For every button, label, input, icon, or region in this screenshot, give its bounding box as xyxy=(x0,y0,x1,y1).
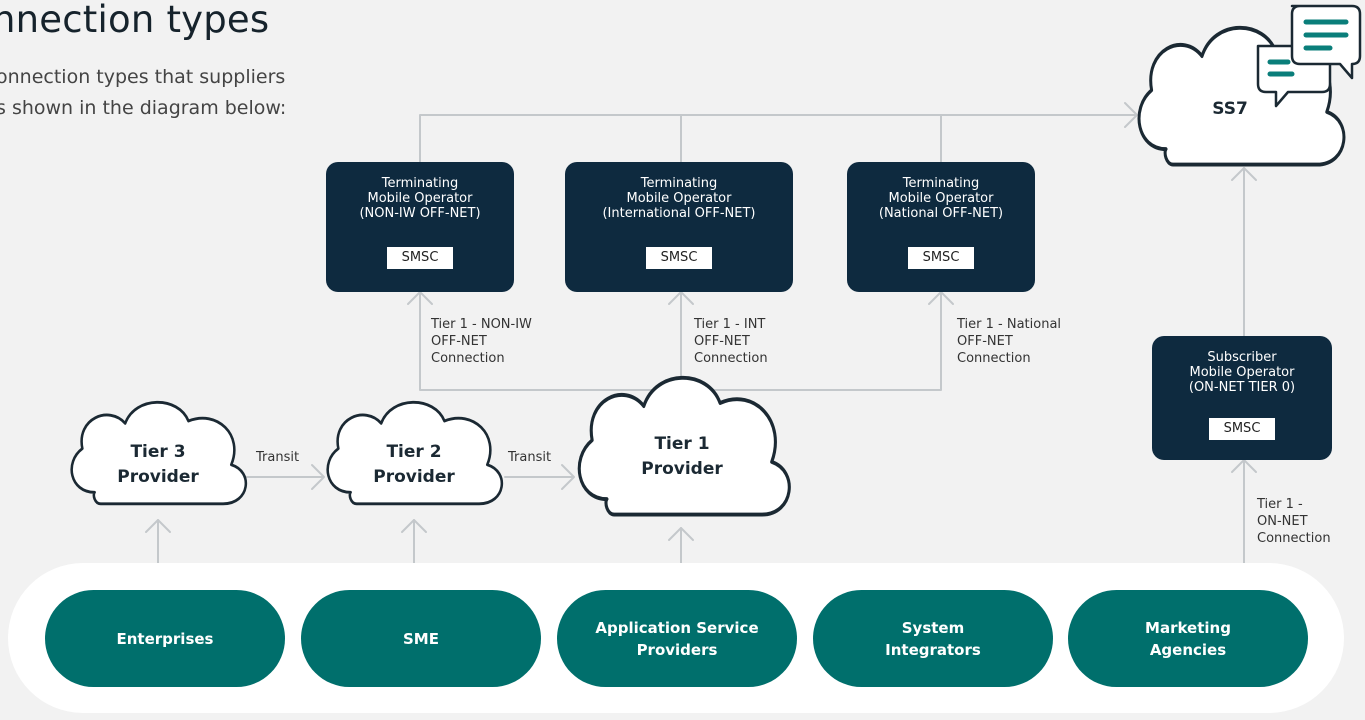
operator-label: Mobile Operator xyxy=(626,191,732,206)
customer-label-line: Providers xyxy=(636,640,718,659)
page-title: nnection types xyxy=(0,0,270,41)
connection-label: Tier 1 - INT OFF-NET Connection xyxy=(694,316,768,367)
customer-label-line: Enterprises xyxy=(116,629,214,648)
connection-label-line: OFF-NET xyxy=(694,334,750,349)
connection-label: Tier 1 - National OFF-NET Connection xyxy=(957,316,1061,367)
smsc-badge: SMSC xyxy=(908,247,974,269)
operator-label: Terminating xyxy=(902,176,980,191)
connection-label-line: OFF-NET xyxy=(957,334,1013,349)
operator-label: (NON-IW OFF-NET) xyxy=(359,206,481,221)
connection-label: Tier 1 - NON-IW OFF-NET Connection xyxy=(431,316,532,367)
connection-label-line: Connection xyxy=(957,351,1031,366)
provider-label-line: Tier 2 xyxy=(386,442,442,462)
connection-label-line: Tier 1 - NON-IW xyxy=(431,317,532,332)
connection-label-line: Tier 1 - INT xyxy=(694,317,766,332)
arrow-head xyxy=(1124,102,1138,128)
arrow-head xyxy=(668,291,694,305)
operator-non-iw-off-net: Terminating Mobile Operator (NON-IW OFF-… xyxy=(326,162,514,292)
connection-label-line: Tier 1 - xyxy=(1257,497,1303,512)
arrow-head xyxy=(1231,167,1257,181)
intro-line: onnection types that suppliers xyxy=(0,66,286,88)
connection-label-line: Tier 1 - National xyxy=(957,317,1062,332)
smsc-badge: SMSC xyxy=(1209,418,1275,440)
connection-label-line: Connection xyxy=(1257,531,1331,546)
operator-label: Terminating xyxy=(640,176,718,191)
connection-label: Tier 1 - ON-NET Connection xyxy=(1257,496,1331,547)
arrow-head xyxy=(1231,459,1257,473)
customer-label-line: System xyxy=(901,618,965,637)
provider-label-tier2: Tier 2 Provider xyxy=(358,440,470,490)
connection-label-line: ON-NET xyxy=(1257,514,1308,529)
chat-bubble-icon xyxy=(1256,4,1362,108)
arrow-head xyxy=(145,519,171,533)
operator-national-off-net: Terminating Mobile Operator (National OF… xyxy=(847,162,1035,292)
ss7-label: SS7 xyxy=(1200,97,1260,122)
arrow-head xyxy=(401,519,427,533)
customer-label-line: Integrators xyxy=(885,640,981,659)
provider-label-tier3: Tier 3 Provider xyxy=(102,440,214,490)
provider-label-line: Tier 3 xyxy=(130,442,186,462)
arrow-head xyxy=(311,464,325,490)
customer-enterprises[interactable]: Enterprises xyxy=(45,590,285,687)
operator-label: Terminating xyxy=(381,176,459,191)
connection-label-line: OFF-NET xyxy=(431,334,487,349)
operator-label: Mobile Operator xyxy=(367,191,473,206)
connection-label-line: Connection xyxy=(694,351,768,366)
operator-subscriber-on-net: Subscriber Mobile Operator (ON-NET TIER … xyxy=(1152,336,1332,460)
customer-label-line: SME xyxy=(403,629,439,648)
customer-sme[interactable]: SME xyxy=(301,590,541,687)
customer-label-line: Application Service xyxy=(595,618,759,637)
customer-label-line: Agencies xyxy=(1149,640,1227,659)
transit-label: Transit xyxy=(254,450,302,465)
ss7-label-line: SS7 xyxy=(1212,99,1248,119)
provider-label-line: Provider xyxy=(641,459,723,479)
intro-text: onnection types that suppliers s shown i… xyxy=(0,62,416,124)
connection-label-line: Connection xyxy=(431,351,505,366)
operator-international-off-net: Terminating Mobile Operator (Internation… xyxy=(565,162,793,292)
arrow-head xyxy=(407,291,433,305)
provider-label-line: Provider xyxy=(373,467,455,487)
operator-label: Mobile Operator xyxy=(888,191,994,206)
bus-line-top xyxy=(419,114,1136,163)
provider-label-line: Provider xyxy=(117,467,199,487)
operator-label: Mobile Operator xyxy=(1189,365,1295,380)
smsc-badge: SMSC xyxy=(387,247,453,269)
arrow-head xyxy=(561,464,575,490)
intro-line: s shown in the diagram below: xyxy=(0,97,287,119)
arrow-head xyxy=(668,527,694,541)
provider-label-line: Tier 1 xyxy=(654,434,710,454)
provider-label-tier1: Tier 1 Provider xyxy=(622,432,742,482)
operator-label: (ON-NET TIER 0) xyxy=(1188,380,1296,395)
operator-label: (National OFF-NET) xyxy=(878,206,1004,221)
transit-label: Transit xyxy=(506,450,554,465)
operator-label: Subscriber xyxy=(1207,350,1277,365)
arrow-head xyxy=(928,291,954,305)
smsc-badge: SMSC xyxy=(646,247,712,269)
operator-label: (International OFF-NET) xyxy=(602,206,756,221)
customer-label-line: Marketing xyxy=(1145,618,1231,637)
